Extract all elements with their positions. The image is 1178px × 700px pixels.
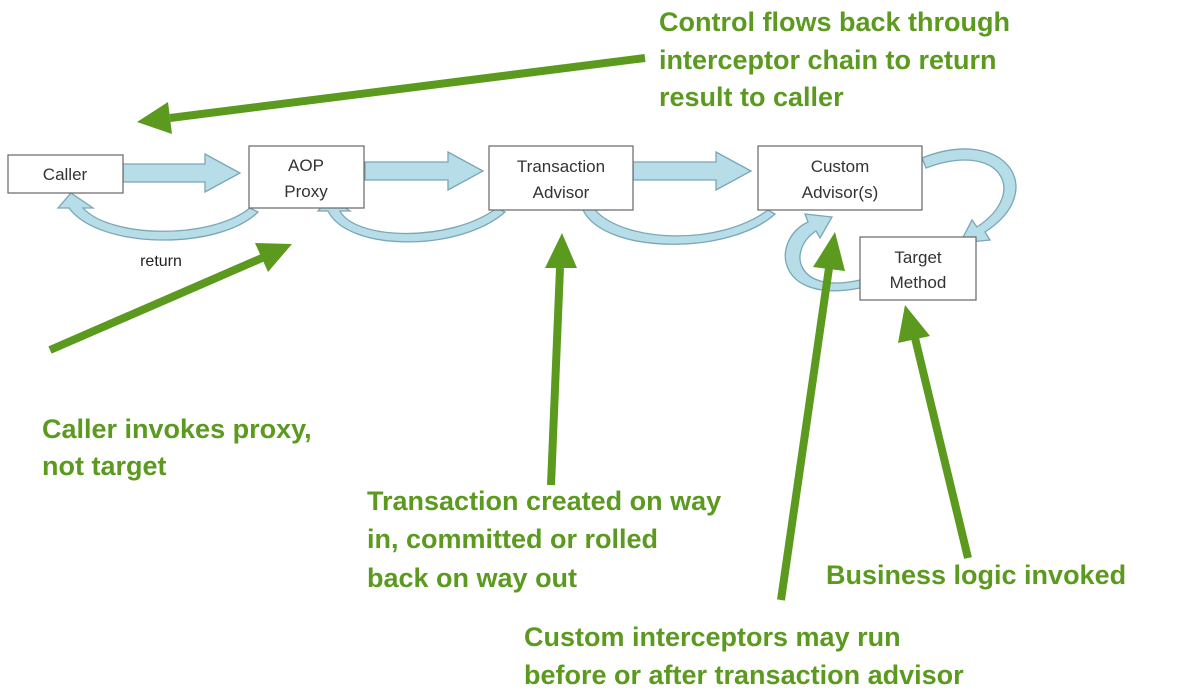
annotation-custom-interceptors: Custom interceptors may run before or af…: [524, 622, 964, 690]
annotation-business-logic: Business logic invoked: [826, 560, 1126, 590]
svg-text:result to caller: result to caller: [659, 82, 844, 112]
svg-text:Control flows back through: Control flows back through: [659, 7, 1010, 37]
target-method-label-line-2: Method: [890, 273, 947, 292]
arrow-caller-invokes: [48, 243, 292, 354]
custom-advisors-label-line-2: Advisor(s): [802, 183, 879, 202]
svg-text:Transaction created on way: Transaction created on way: [367, 486, 721, 516]
custom-advisors-node: Custom Advisor(s): [757, 145, 923, 211]
svg-text:in, committed or rolled: in, committed or rolled: [367, 524, 658, 554]
return-arrow-proxy-to-caller: [56, 192, 260, 241]
flow-arrow-caller-to-proxy: [122, 152, 242, 194]
caller-label: Caller: [43, 165, 88, 184]
flow-arrow-transaction-to-custom: [632, 150, 753, 192]
loop-arrow-target-to-custom: [784, 213, 861, 292]
arrow-transaction: [545, 233, 577, 486]
transaction-advisor-node: Transaction Advisor: [488, 145, 634, 211]
caller-node: Caller: [7, 154, 124, 194]
svg-text:Caller invokes proxy,: Caller invokes proxy,: [42, 414, 312, 444]
aop-proxy-label-line-2: Proxy: [284, 182, 328, 201]
svg-text:before or after transaction ad: before or after transaction advisor: [524, 660, 964, 690]
aop-proxy-label-line-1: AOP: [288, 156, 324, 175]
annotation-transaction: Transaction created on way in, committed…: [367, 486, 721, 593]
annotation-control-flow: Control flows back through interceptor c…: [659, 7, 1010, 112]
return-label: return: [140, 253, 182, 270]
svg-text:Business logic invoked: Business logic invoked: [826, 560, 1126, 590]
arrow-custom-interceptors: [777, 232, 845, 601]
flow-arrow-proxy-to-transaction: [364, 150, 485, 192]
svg-text:Custom interceptors may run: Custom interceptors may run: [524, 622, 901, 652]
aop-proxy-node: AOP Proxy: [248, 145, 365, 209]
return-arrow-transaction-to-proxy: [316, 196, 507, 243]
svg-text:interceptor chain to return: interceptor chain to return: [659, 45, 997, 75]
custom-advisors-label-line-1: Custom: [811, 157, 870, 176]
target-method-label-line-1: Target: [894, 248, 942, 267]
arrow-business-logic: [898, 305, 972, 559]
target-method-node: Target Method: [859, 236, 977, 301]
transaction-advisor-label-line-1: Transaction: [517, 157, 605, 176]
loop-arrow-custom-to-target: [921, 148, 1017, 244]
svg-text:back on way out: back on way out: [367, 563, 577, 593]
transaction-advisor-label-line-2: Advisor: [533, 183, 590, 202]
svg-text:not target: not target: [42, 451, 167, 481]
arrow-control-flow: [137, 54, 646, 134]
annotation-caller-invokes: Caller invokes proxy, not target: [42, 414, 312, 481]
